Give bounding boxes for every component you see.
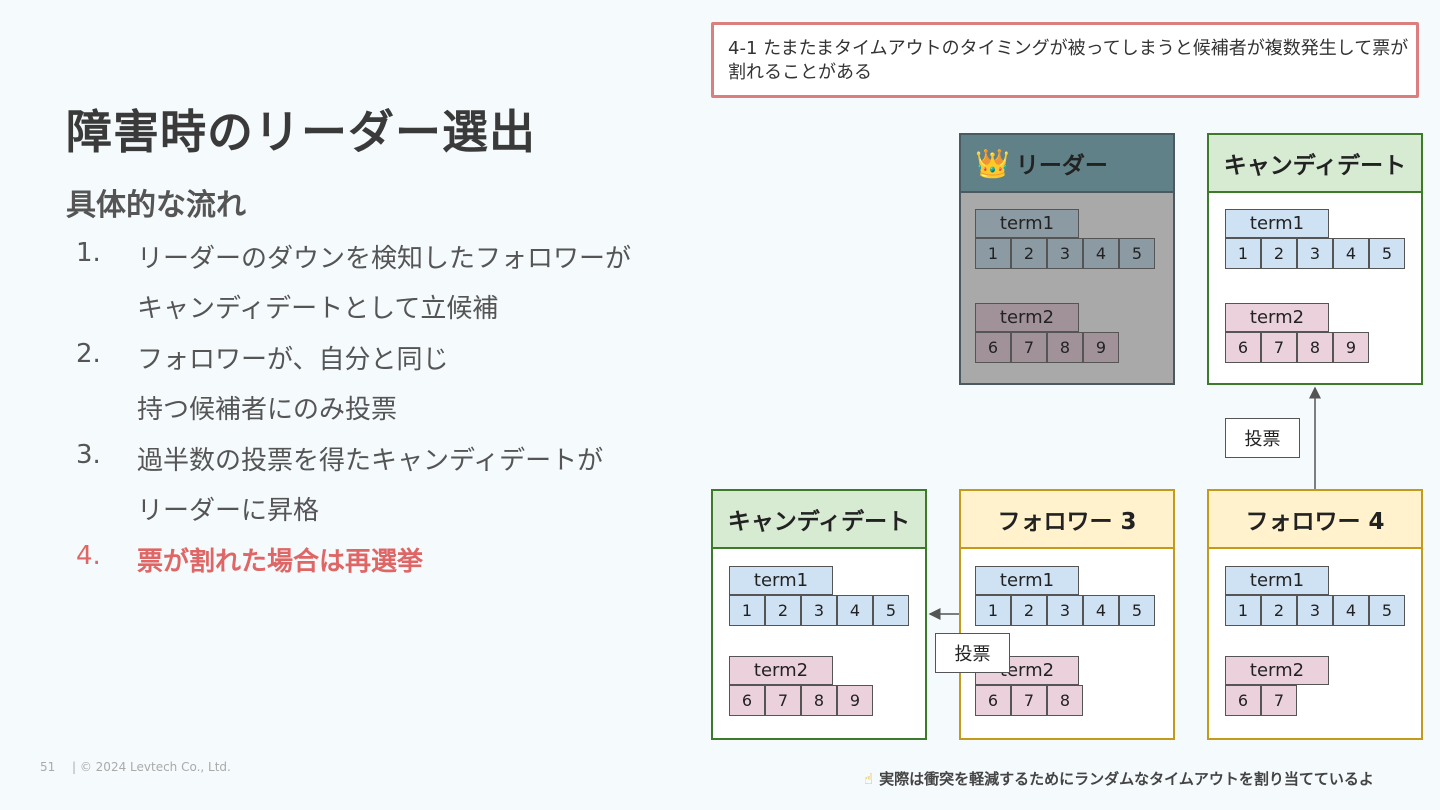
crown-icon: 👑: [975, 146, 1010, 180]
log-entry: 8: [801, 685, 837, 716]
candidate-left-title: キャンディデート: [713, 491, 925, 549]
log-entry: 7: [1011, 685, 1047, 716]
section-subtitle: 具体的な流れ: [66, 188, 246, 223]
log-entry: 1: [729, 595, 765, 626]
candidate-node-left: キャンディデート term1 1 2 3 4 5 term2 6 7 8 9: [711, 489, 927, 740]
log-entry: 5: [1369, 238, 1405, 269]
pointing-hand-icon: ☝: [864, 770, 874, 788]
term2-label: term2: [729, 656, 833, 685]
step-4-number: 4.: [76, 541, 101, 571]
log-entry: 9: [837, 685, 873, 716]
log-entry: 7: [1011, 332, 1047, 363]
log-entry: 6: [1225, 685, 1261, 716]
term2-label: term2: [975, 303, 1079, 332]
log-entry: 1: [975, 595, 1011, 626]
term2-label: term2: [1225, 303, 1329, 332]
term2-label: term2: [1225, 656, 1329, 685]
log-entry: 5: [1369, 595, 1405, 626]
leader-node: 👑 リーダー term1 1 2 3 4 5 term2 6 7 8 9: [959, 133, 1175, 385]
log-entry: 2: [765, 595, 801, 626]
log-entry: 7: [765, 685, 801, 716]
log-entry: 2: [1011, 238, 1047, 269]
step-1-number: 1.: [76, 238, 101, 268]
copyright: | © 2024 Levtech Co., Ltd.: [72, 760, 231, 774]
log-entry: 3: [801, 595, 837, 626]
log-entry: 4: [1083, 238, 1119, 269]
footnote-text: 実際は衝突を軽減するためにランダムなタイムアウトを割り当てているよ: [879, 770, 1374, 788]
follower-3-node: フォロワー 3 term1 1 2 3 4 5 term2 6 7 8: [959, 489, 1175, 740]
candidate-node-top: キャンディデート term1 1 2 3 4 5 term2 6 7 8 9: [1207, 133, 1423, 385]
log-entry: 6: [1225, 332, 1261, 363]
page-number: 51: [40, 760, 56, 774]
log-entry: 3: [1047, 595, 1083, 626]
step-2-line-2: 持つ候補者にのみ投票: [137, 395, 398, 425]
term1-label: term1: [975, 209, 1079, 238]
log-entry: 1: [1225, 595, 1261, 626]
log-entry: 5: [1119, 238, 1155, 269]
term1-label: term1: [1225, 566, 1329, 595]
step-3-line-1: 過半数の投票を得たキャンディデートが: [137, 446, 604, 476]
log-entry: 4: [1333, 238, 1369, 269]
step-2-line-1: フォロワーが、自分と同じ: [137, 345, 449, 375]
log-entry: 7: [1261, 332, 1297, 363]
follower-3-title: フォロワー 3: [961, 491, 1173, 549]
vote-note-top: 投票: [1225, 418, 1300, 458]
log-entry: 4: [1083, 595, 1119, 626]
step-3-number: 3.: [76, 440, 101, 470]
log-entry: 6: [729, 685, 765, 716]
term1-label: term1: [729, 566, 833, 595]
follower-4-title: フォロワー 4: [1209, 491, 1421, 549]
follower-4-node: フォロワー 4 term1 1 2 3 4 5 term2 6 7: [1207, 489, 1423, 740]
term1-label: term1: [1225, 209, 1329, 238]
term1-label: term1: [975, 566, 1079, 595]
log-entry: 2: [1011, 595, 1047, 626]
vote-note-left: 投票: [935, 633, 1010, 673]
callout-text: 4-1 たまたまタイムアウトのタイミングが被ってしまうと候補者が複数発生して票が…: [728, 38, 1409, 83]
log-entry: 9: [1083, 332, 1119, 363]
log-entry: 5: [1119, 595, 1155, 626]
log-entry: 8: [1297, 332, 1333, 363]
step-3-line-2: リーダーに昇格: [137, 496, 320, 526]
log-entry: 8: [1047, 332, 1083, 363]
step-1-line-2: キャンディデートとして立候補: [137, 294, 499, 324]
log-entry: 4: [837, 595, 873, 626]
log-entry: 6: [975, 332, 1011, 363]
log-entry: 4: [1333, 595, 1369, 626]
log-entry: 1: [975, 238, 1011, 269]
leader-node-header: 👑 リーダー: [961, 135, 1173, 193]
callout-box: 4-1 たまたまタイムアウトのタイミングが被ってしまうと候補者が複数発生して票が…: [711, 22, 1419, 98]
log-entry: 9: [1333, 332, 1369, 363]
candidate-top-title: キャンディデート: [1209, 135, 1421, 193]
log-entry: 6: [975, 685, 1011, 716]
footnote: ☝ 実際は衝突を軽減するためにランダムなタイムアウトを割り当てているよ: [864, 768, 1374, 789]
log-entry: 5: [873, 595, 909, 626]
step-2-number: 2.: [76, 339, 101, 369]
page-title: 障害時のリーダー選出: [66, 105, 536, 159]
leader-node-title: リーダー: [1015, 153, 1108, 179]
log-entry: 3: [1297, 238, 1333, 269]
step-1-line-1: リーダーのダウンを検知したフォロワーが: [137, 244, 632, 274]
log-entry: 2: [1261, 595, 1297, 626]
log-entry: 8: [1047, 685, 1083, 716]
log-entry: 2: [1261, 238, 1297, 269]
log-entry: 3: [1297, 595, 1333, 626]
log-entry: 3: [1047, 238, 1083, 269]
log-entry: 1: [1225, 238, 1261, 269]
step-4-line-1: 票が割れた場合は再選挙: [137, 547, 424, 577]
log-entry: 7: [1261, 685, 1297, 716]
